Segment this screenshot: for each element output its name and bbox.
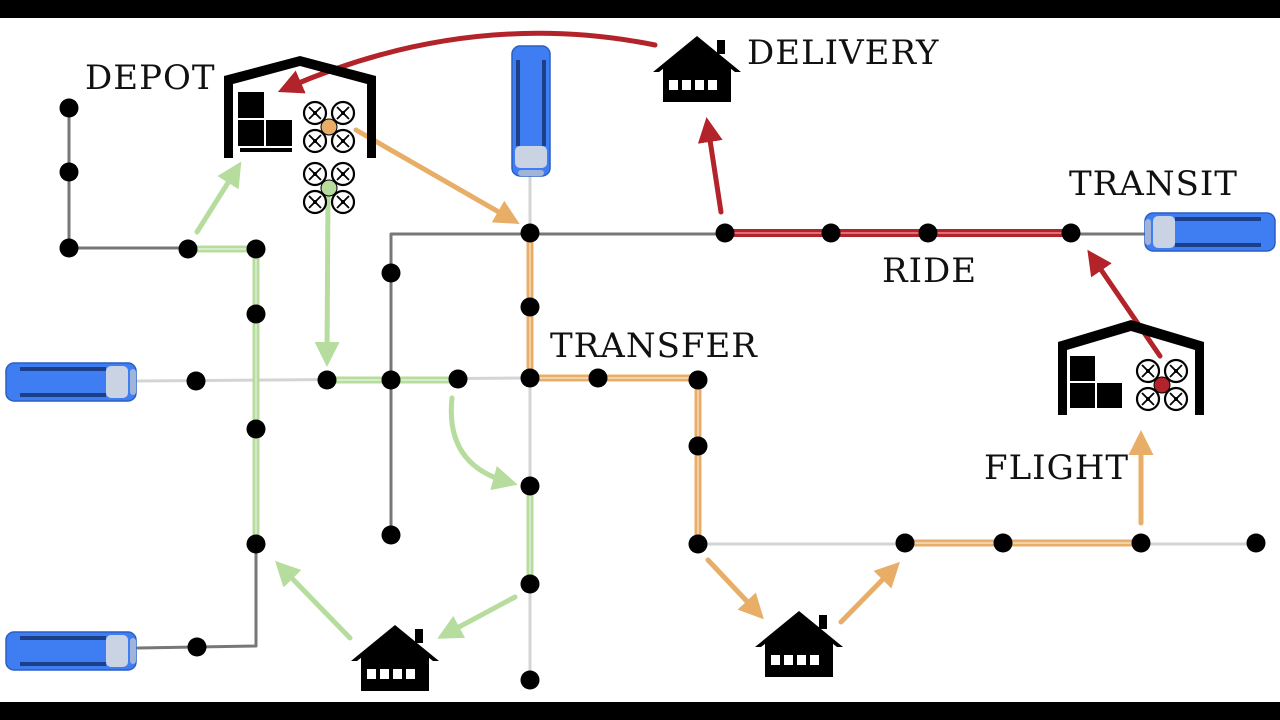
text-labels: DEPOT DELIVERY TRANSIT RIDE TRANSFER FLI… <box>85 33 1238 488</box>
warehouse-icon-transit-hub <box>1058 320 1204 415</box>
flight-arrows <box>194 30 1163 641</box>
label-depot: DEPOT <box>85 58 216 98</box>
label-flight: FLIGHT <box>984 448 1129 488</box>
bus-icon-left-middle <box>5 362 137 402</box>
warehouse-icon-depot <box>224 56 376 158</box>
network-nodes <box>59 98 1266 690</box>
quadcopter-drone-icon-red <box>1135 358 1189 412</box>
quadcopter-drone-icon-orange <box>302 100 356 154</box>
label-delivery: DELIVERY <box>747 33 939 73</box>
label-ride: RIDE <box>882 251 977 291</box>
bus-icon-right <box>1144 212 1276 252</box>
label-transfer: TRANSFER <box>550 326 758 366</box>
bus-icon-top <box>511 45 551 177</box>
quadcopter-drone-icon-green <box>302 161 356 215</box>
label-transit: TRANSIT <box>1069 164 1238 204</box>
bus-icon-left-bottom <box>5 631 137 671</box>
